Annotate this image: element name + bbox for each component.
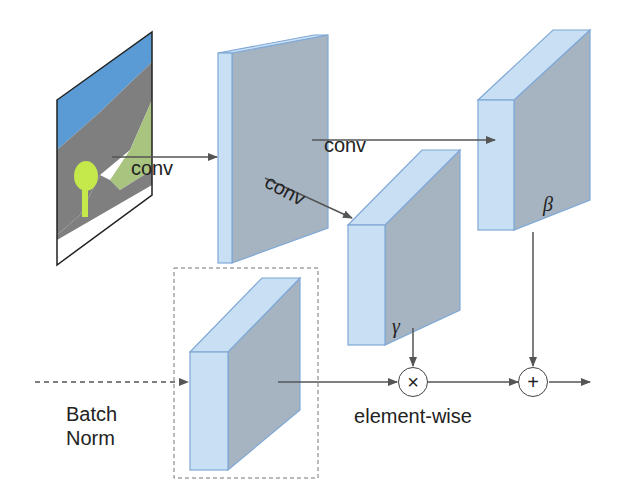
text-label: element-wise [354,404,472,428]
connector-arrow [428,381,518,383]
dashed-box [174,268,318,478]
text-label: conv [324,133,366,157]
text-label: γ [392,314,400,338]
operator-symbol: × [407,372,419,392]
text-label: β [543,192,553,216]
feature-block [218,35,328,263]
segmentation-map [57,32,152,265]
operator-symbol: + [527,372,539,392]
text-label: conv [131,156,173,180]
text-label: Batch Norm [66,402,146,450]
feature-block [190,278,300,470]
arrow [35,140,590,382]
feature-block [348,150,460,345]
operator-circle: × [398,367,428,397]
operator-circle: + [518,367,548,397]
feature-block [478,30,590,230]
